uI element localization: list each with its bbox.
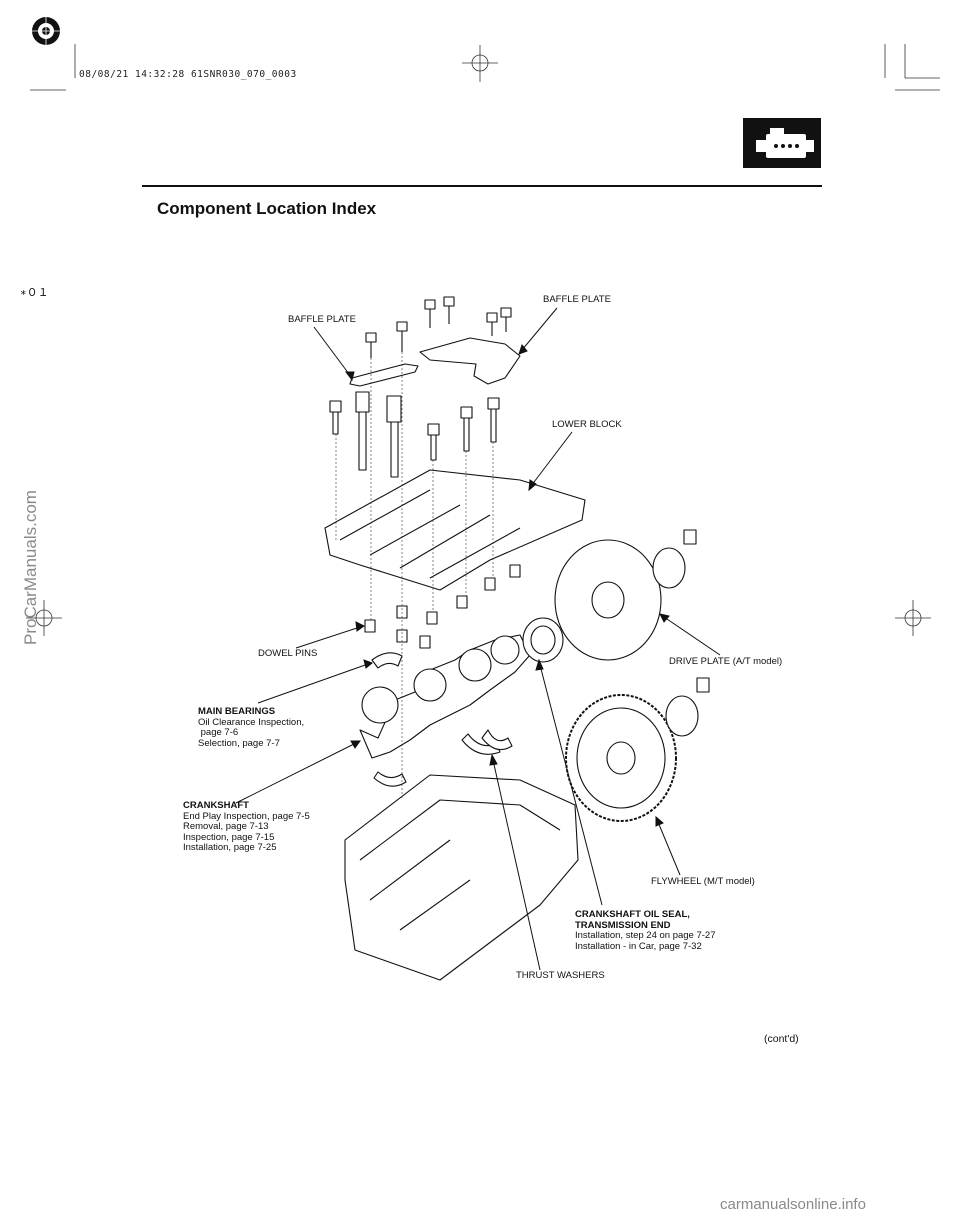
main-bearings-title: MAIN BEARINGS	[198, 706, 276, 717]
lower-block-bolts	[329, 391, 500, 478]
watermark-vertical: ProCarManuals.com	[21, 475, 41, 645]
registration-target-icon	[26, 11, 66, 51]
engine-section-icon	[743, 118, 821, 168]
main-bearings-line-2: page 7-6	[198, 727, 239, 738]
main-bearing-upper	[371, 652, 403, 669]
callout-main-bearings: MAIN BEARINGS Oil Clearance Inspection, …	[198, 706, 305, 749]
main-bearings-line-3: Selection, page 7-7	[198, 737, 280, 749]
continued-note: (cont'd)	[764, 1033, 799, 1045]
drive-plate-hub	[652, 547, 686, 589]
callout-flywheel: FLYWHEEL (M/T model)	[651, 876, 755, 887]
oil-seal-line-1: Installation, step 24 on page 7-27	[575, 930, 716, 941]
footer-site: carmanualsonline.info	[720, 1196, 866, 1213]
oil-seal-title-2: TRANSMISSION END	[575, 919, 671, 931]
callout-drive-plate: DRIVE PLATE (A/T model)	[669, 656, 783, 667]
crankshaft-line-2: Removal, page 7-13	[183, 821, 269, 832]
callout-crankshaft: CRANKSHAFT End Play Inspection, page 7-5…	[183, 800, 310, 854]
crankshaft-line-1: End Play Inspection, page 7-5	[183, 810, 310, 822]
flywheel-hub	[665, 695, 699, 737]
main-bearing-lower	[373, 771, 407, 787]
print-stamp: 08/08/21 14:32:28 61SNR030_070_0003	[79, 69, 297, 80]
callout-lower-block: LOWER BLOCK	[552, 419, 622, 430]
watermark-text: ProCarManuals.com	[21, 490, 40, 645]
callout-crankshaft-oil-seal: CRANKSHAFT OIL SEAL, TRANSMISSION END In…	[575, 909, 716, 952]
crankshaft-line-3: Inspection, page 7-15	[183, 831, 275, 843]
crop-marks	[26, 44, 940, 636]
lower-block	[324, 469, 586, 591]
upper-block	[344, 774, 579, 981]
baffle-plate-left	[349, 363, 419, 387]
oil-seal-title-1: CRANKSHAFT OIL SEAL,	[575, 909, 690, 920]
baffle-plate-right	[419, 337, 521, 385]
side-mark: ∗０１	[20, 286, 49, 299]
callout-thrust-washers: THRUST WASHERS	[516, 970, 605, 981]
callout-dowel-pins: DOWEL PINS	[258, 648, 318, 659]
crankshaft-line-4: Installation, page 7-25	[183, 842, 277, 853]
callout-baffle-plate-left: BAFFLE PLATE	[288, 314, 356, 325]
callout-baffle-plate-right: BAFFLE PLATE	[543, 294, 611, 305]
oil-seal-line-2: Installation - in Car, page 7-32	[575, 940, 702, 952]
main-bearings-line-1: Oil Clearance Inspection,	[198, 716, 305, 728]
crankshaft-title: CRANKSHAFT	[183, 800, 249, 811]
page-title: Component Location Index	[157, 199, 377, 218]
baffle-bolts	[365, 296, 512, 358]
